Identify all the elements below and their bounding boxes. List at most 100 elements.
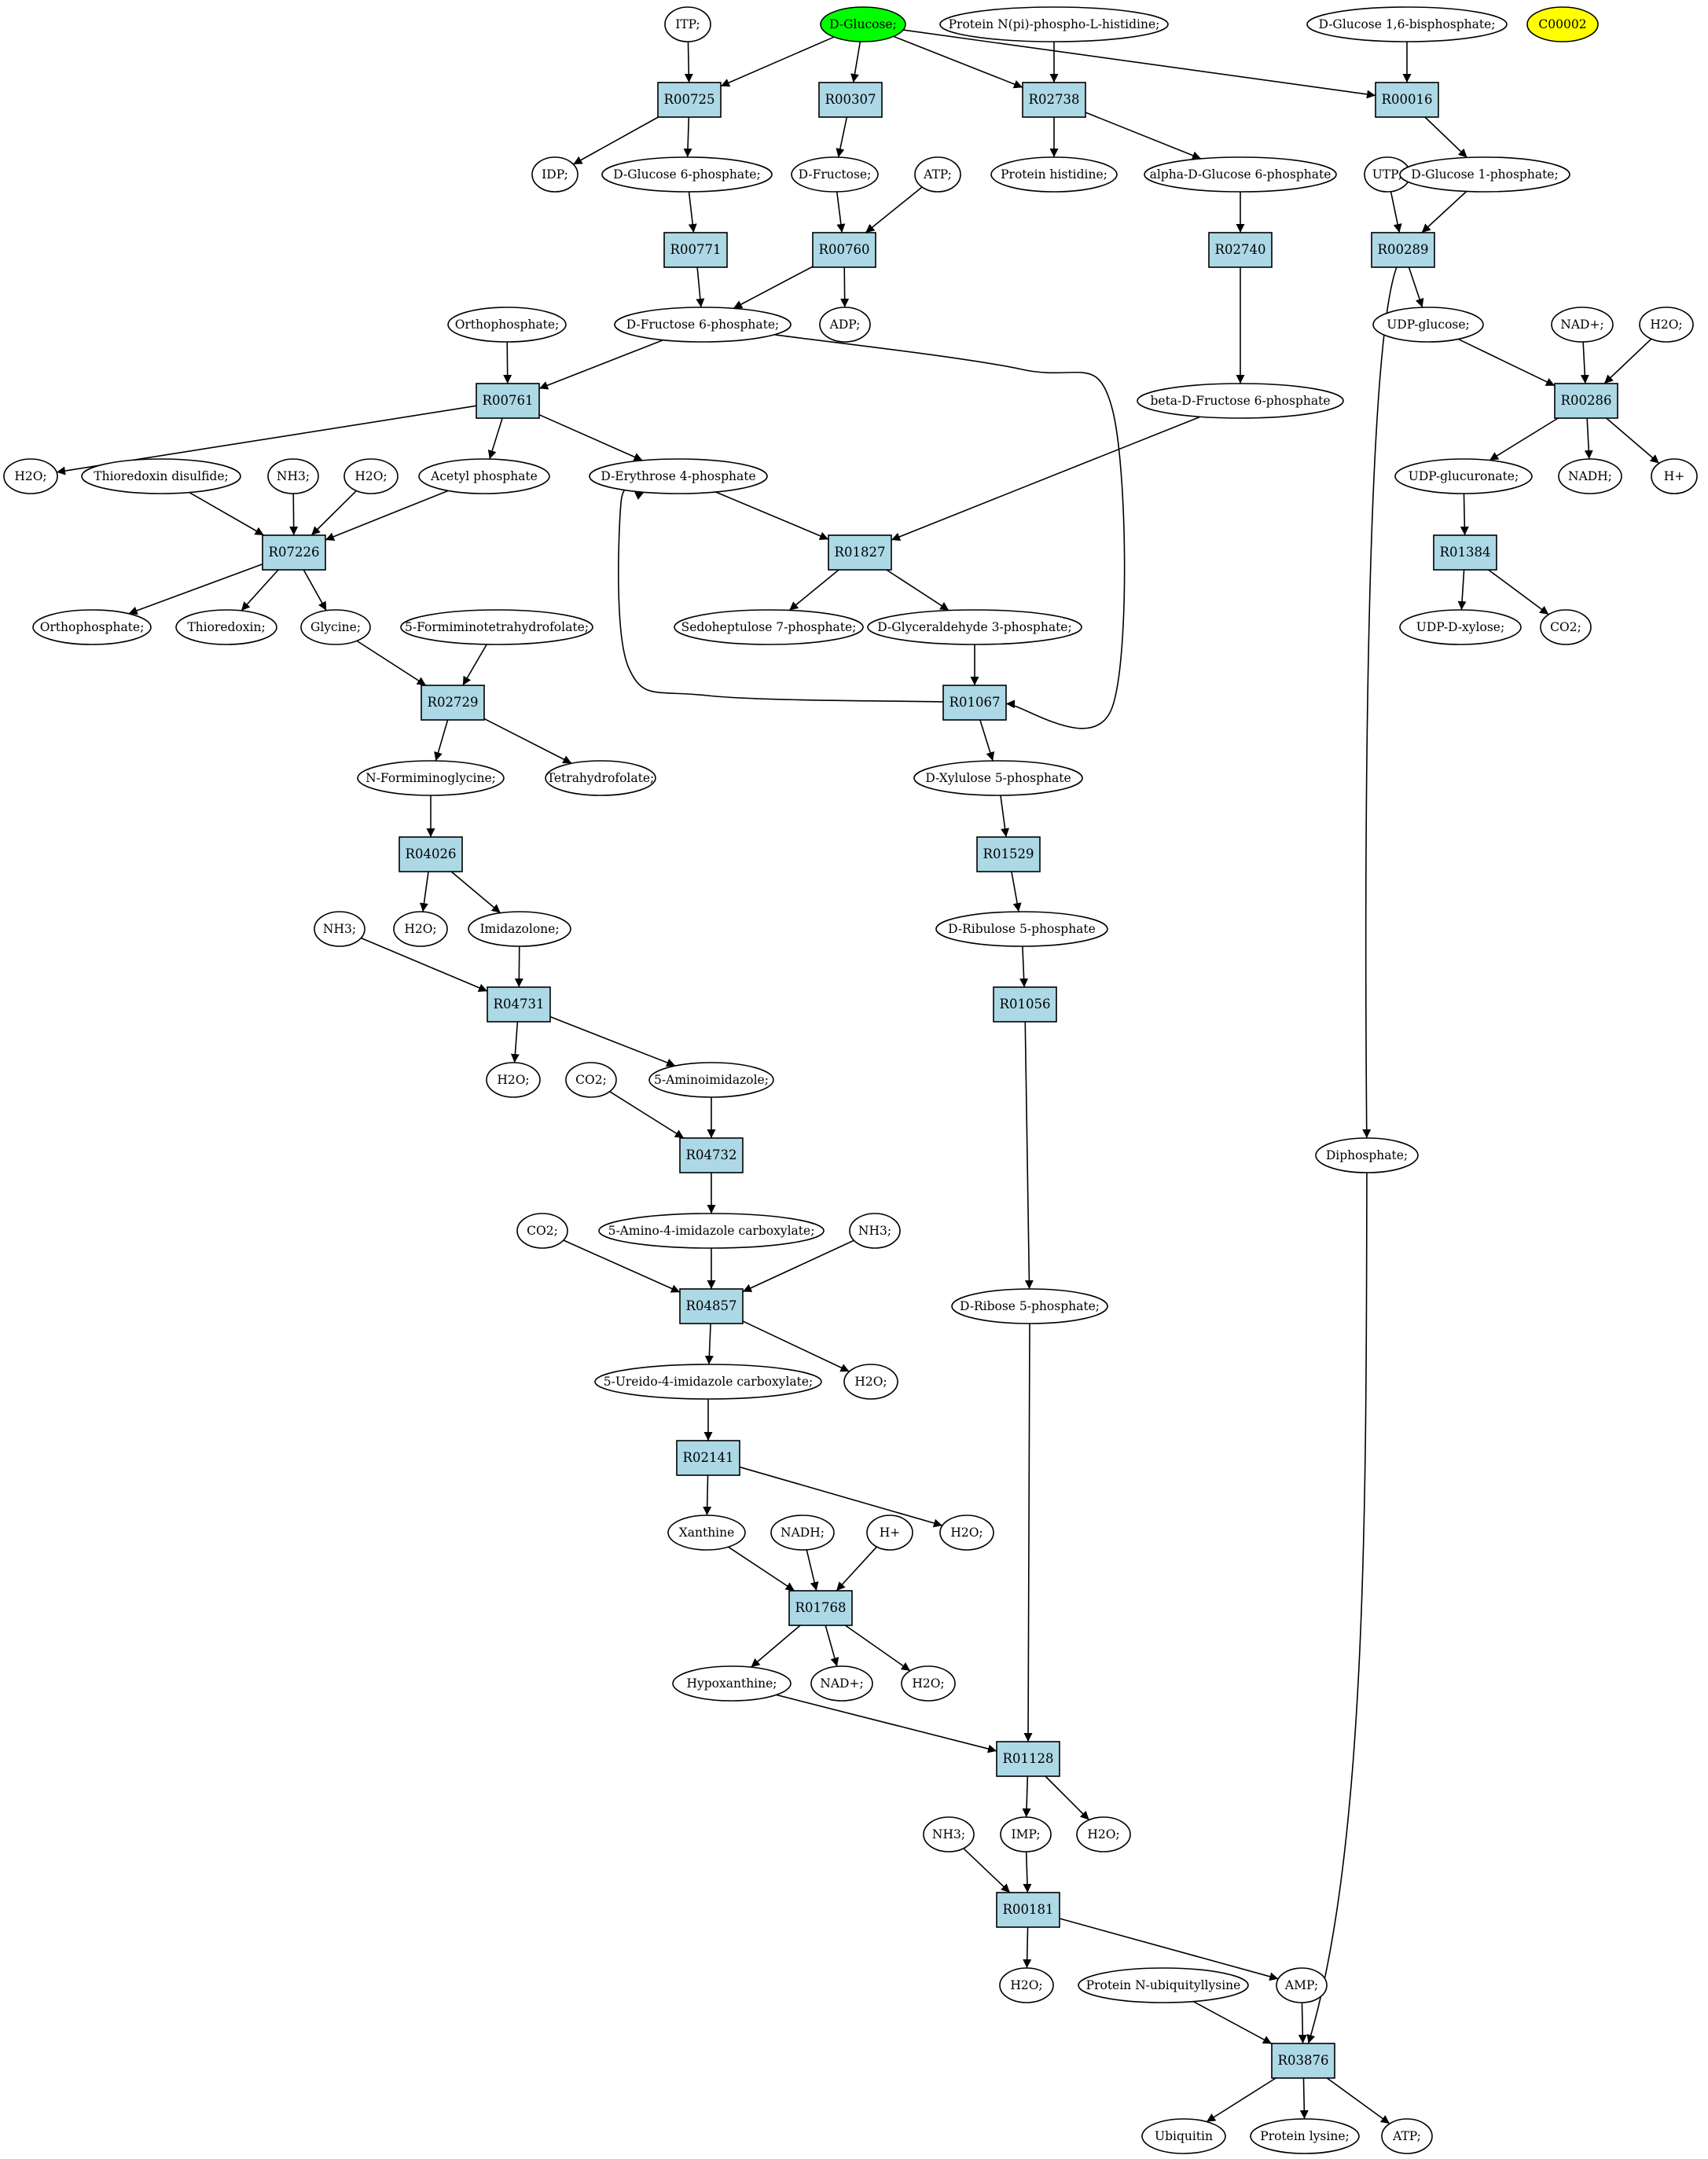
compound-node[interactable]: Tetrahydrofolate; [545, 760, 656, 796]
compound-node[interactable]: CO2; [1540, 609, 1592, 645]
reaction-node[interactable]: R04732 [679, 1137, 744, 1173]
compound-node[interactable]: 5-Formiminotetrahydrofolate; [400, 609, 593, 645]
compound-ellipse [843, 1364, 898, 1400]
compound-node[interactable]: D-Xylulose 5-phosphate [913, 760, 1083, 796]
compound-node[interactable]: ATP; [1381, 2118, 1433, 2154]
compound-node[interactable]: ITP; [664, 6, 711, 42]
compound-node[interactable]: NH3; [267, 458, 319, 494]
compound-node[interactable]: Orthophosphate; [32, 609, 152, 645]
compound-node[interactable]: D-Glucose 1-phosphate; [1399, 156, 1570, 193]
compound-node[interactable]: D-Glucose 6-phosphate; [601, 156, 773, 193]
compound-node[interactable]: D-Glucose; [820, 6, 906, 42]
compound-node[interactable]: NH3; [314, 911, 365, 947]
compound-node[interactable]: H2O; [939, 1515, 994, 1551]
compound-node[interactable]: CO2; [516, 1213, 568, 1249]
compound-node[interactable]: Acetyl phosphate [418, 458, 550, 494]
compound-node[interactable]: Diphosphate; [1315, 1137, 1419, 1173]
compound-node[interactable]: Sedoheptulose 7-phosphate; [674, 609, 864, 645]
reaction-node[interactable]: R00289 [1371, 232, 1435, 268]
compound-node[interactable]: AMP; [1276, 1967, 1328, 2003]
compound-node[interactable]: 5-Aminoimidazole; [648, 1062, 774, 1098]
reaction-node[interactable]: R00286 [1554, 383, 1618, 419]
compound-node[interactable]: Hypoxanthine; [672, 1665, 792, 1702]
compound-node[interactable]: D-Fructose 6-phosphate; [614, 307, 792, 343]
compound-label: H+ [1664, 469, 1685, 483]
compound-node[interactable]: NH3; [923, 1816, 975, 1852]
compound-node[interactable]: H2O; [486, 1062, 541, 1098]
compound-node[interactable]: Thioredoxin disulfide; [81, 458, 241, 494]
compound-node[interactable]: D-Glucose 1,6-bisphosphate; [1306, 6, 1508, 42]
compound-node[interactable]: D-Ribose 5-phosphate; [951, 1288, 1108, 1324]
reaction-node[interactable]: R00760 [812, 232, 876, 268]
compound-node[interactable]: C00002 [1526, 6, 1599, 42]
compound-node[interactable]: ATP; [914, 156, 961, 193]
compound-node[interactable]: 5-Ureido-4-imidazole carboxylate; [594, 1364, 822, 1400]
reaction-node[interactable]: R01128 [996, 1741, 1060, 1777]
reaction-node[interactable]: R00771 [663, 232, 728, 268]
compound-node[interactable]: D-Fructose; [791, 156, 879, 193]
compound-node[interactable]: Imidazolone; [468, 911, 571, 947]
compound-node[interactable]: H2O; [3, 458, 58, 494]
compound-node[interactable]: Orthophosphate; [447, 307, 567, 343]
compound-node[interactable]: H2O; [999, 1967, 1054, 2003]
compound-node[interactable]: D-Ribulose 5-phosphate [935, 911, 1108, 947]
compound-node[interactable]: Protein histidine; [990, 156, 1118, 193]
reaction-node[interactable]: R04731 [487, 986, 551, 1023]
reaction-node[interactable]: R02141 [676, 1440, 740, 1476]
compound-node[interactable]: alpha-D-Glucose 6-phosphate [1144, 156, 1337, 193]
reaction-node[interactable]: R02738 [1022, 82, 1086, 118]
compound-node[interactable]: UDP-glucose; [1372, 307, 1484, 343]
reaction-label: R01128 [1003, 1751, 1054, 1766]
compound-node[interactable]: NADH; [770, 1515, 835, 1551]
compound-node[interactable]: beta-D-Fructose 6-phosphate [1137, 383, 1344, 419]
compound-node[interactable]: NAD+; [810, 1665, 873, 1702]
compound-node[interactable]: UDP-D-xylose; [1399, 609, 1522, 645]
compound-node[interactable]: Protein N(pi)-phospho-L-histidine; [939, 6, 1169, 42]
reaction-node[interactable]: R01827 [828, 534, 892, 571]
reaction-node[interactable]: R00307 [818, 82, 883, 118]
compound-node[interactable]: D-Glyceraldehyde 3-phosphate; [867, 609, 1082, 645]
compound-node[interactable]: H2O; [843, 1364, 898, 1400]
compound-node[interactable]: NAD+; [1551, 307, 1614, 343]
compound-node[interactable]: N-Formiminoglycine; [357, 760, 505, 796]
reaction-node[interactable]: R03876 [1271, 2043, 1335, 2079]
compound-node[interactable]: Thioredoxin; [175, 609, 277, 645]
reaction-node[interactable]: R04026 [399, 836, 463, 872]
reaction-node[interactable]: R00725 [657, 82, 722, 118]
compound-label: 5-Amino-4-imidazole carboxylate; [608, 1224, 815, 1238]
compound-node[interactable]: ADP; [819, 307, 871, 343]
reaction-node[interactable]: R07226 [262, 534, 326, 571]
compound-node[interactable]: H2O; [393, 911, 448, 947]
reaction-node[interactable]: R00181 [996, 1892, 1060, 1928]
compound-node[interactable]: Protein N-ubiquityllysine [1078, 1967, 1249, 2003]
compound-node[interactable]: Xanthine [667, 1515, 746, 1551]
compound-node[interactable]: UTP; [1364, 156, 1411, 193]
reaction-node[interactable]: R01768 [788, 1590, 853, 1626]
compound-node[interactable]: IMP; [1000, 1816, 1052, 1852]
compound-node[interactable]: H2O; [1639, 307, 1694, 343]
compound-node[interactable]: H+ [1651, 458, 1698, 494]
compound-node[interactable]: Protein lysine; [1250, 2118, 1360, 2154]
compound-node[interactable]: NADH; [1558, 458, 1622, 494]
reaction-node[interactable]: R01067 [942, 685, 1007, 721]
compound-node[interactable]: CO2; [565, 1062, 617, 1098]
compound-node[interactable]: Ubiquitin [1141, 2118, 1226, 2154]
compound-node[interactable]: H2O; [901, 1665, 956, 1702]
reaction-node[interactable]: R01529 [976, 836, 1041, 872]
compound-node[interactable]: UDP-glucuronate; [1394, 458, 1533, 494]
compound-node[interactable]: NH3; [849, 1213, 901, 1249]
compound-node[interactable]: H+ [866, 1515, 913, 1551]
compound-node[interactable]: Glycine; [300, 609, 371, 645]
reaction-node[interactable]: R02740 [1208, 232, 1273, 268]
compound-node[interactable]: D-Erythrose 4-phosphate [589, 458, 768, 494]
reaction-node[interactable]: R00016 [1375, 82, 1439, 118]
compound-node[interactable]: IDP; [531, 156, 579, 193]
reaction-node[interactable]: R04857 [679, 1288, 744, 1324]
reaction-node[interactable]: R00761 [476, 383, 540, 419]
compound-node[interactable]: H2O; [1076, 1816, 1131, 1852]
reaction-node[interactable]: R01384 [1433, 534, 1497, 571]
compound-node[interactable]: 5-Amino-4-imidazole carboxylate; [598, 1213, 825, 1249]
compound-node[interactable]: H2O; [343, 458, 399, 494]
reaction-node[interactable]: R02729 [421, 685, 485, 721]
reaction-node[interactable]: R01056 [993, 986, 1057, 1023]
